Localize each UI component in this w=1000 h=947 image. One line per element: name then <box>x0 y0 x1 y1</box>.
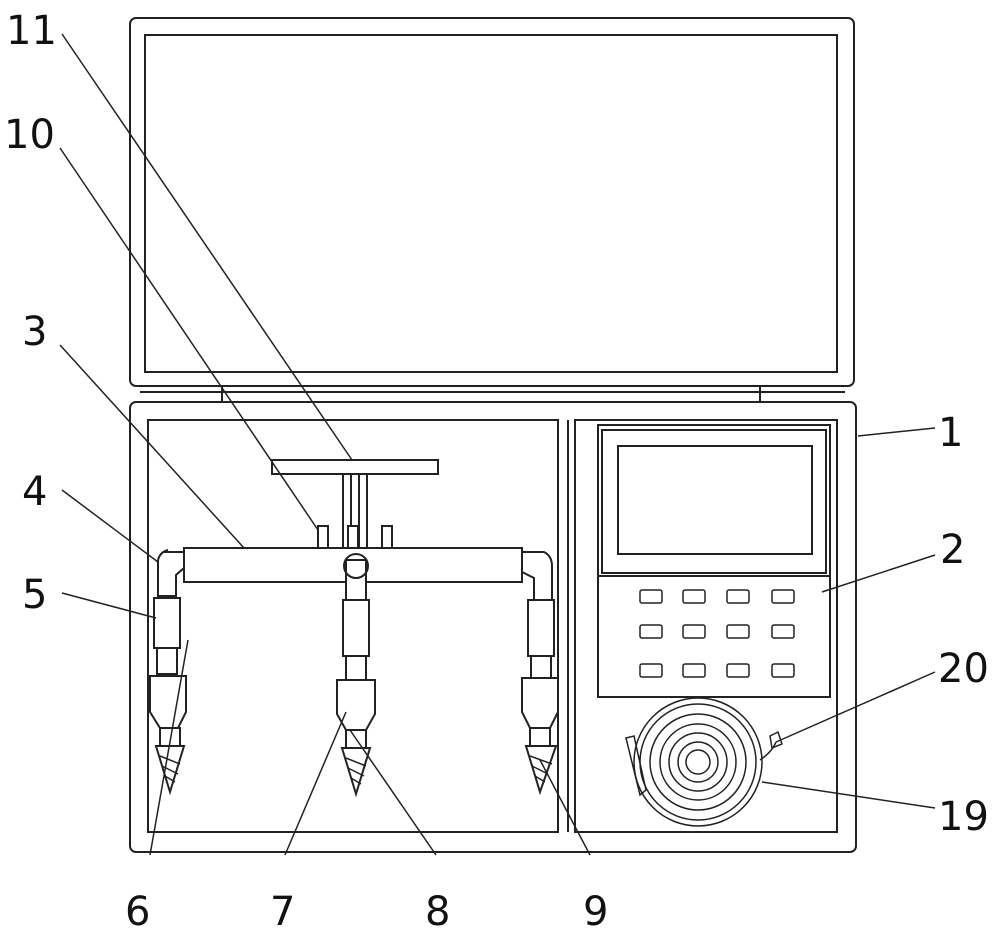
label-2: 2 <box>940 527 965 573</box>
label-7: 7 <box>270 889 295 935</box>
label-9: 9 <box>583 889 608 935</box>
main-case <box>129 401 857 853</box>
label-11: 11 <box>6 8 57 54</box>
lid <box>129 17 855 403</box>
label-4: 4 <box>22 469 47 515</box>
label-8: 8 <box>425 889 450 935</box>
label-20: 20 <box>938 646 989 692</box>
label-5: 5 <box>22 572 47 618</box>
control-panel <box>597 424 831 698</box>
label-3: 3 <box>22 309 47 355</box>
probe-right <box>521 599 559 796</box>
coiled-cable <box>625 697 783 827</box>
reference-labels: 11 10 3 4 5 6 7 8 9 1 2 20 19 <box>4 8 989 935</box>
label-10: 10 <box>4 112 55 158</box>
keypad-buttons <box>639 589 795 678</box>
label-19: 19 <box>938 794 989 840</box>
probe-middle <box>336 553 376 798</box>
label-6: 6 <box>125 889 150 935</box>
leader-lines <box>59 33 936 856</box>
label-1: 1 <box>938 410 963 456</box>
